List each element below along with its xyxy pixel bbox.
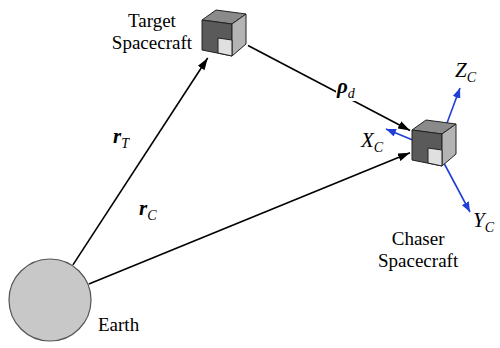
position-vector-arrow [248, 46, 410, 131]
node-label: Chaser Spacecraft [378, 228, 458, 272]
cube-right [232, 14, 246, 56]
cube-panel [428, 148, 442, 166]
cube-left [412, 130, 442, 166]
cube-right [442, 124, 456, 166]
axis-label: YC [472, 210, 495, 235]
node-label: Earth [98, 314, 139, 336]
position-vector-arrow [73, 58, 208, 265]
axis-label: XC [360, 130, 384, 155]
node-label: Target Spacecraft [112, 10, 192, 54]
cube-panel [218, 38, 232, 56]
vector-label: ρd [336, 76, 356, 101]
axis-label: ZC [454, 60, 477, 85]
earth-circle [8, 258, 92, 342]
position-vector-arrow [89, 153, 410, 284]
vector-label: rT [112, 126, 130, 151]
vector-label: rC [138, 198, 158, 223]
spacecraft-node: Chaser Spacecraft [410, 118, 458, 168]
earth-disc [9, 259, 91, 341]
spacecraft-cube [200, 8, 248, 58]
cube-left [202, 20, 232, 56]
spacecraft-cube [410, 118, 458, 168]
spacecraft-node: Target Spacecraft [200, 8, 248, 58]
earth-node: Earth [8, 258, 92, 342]
